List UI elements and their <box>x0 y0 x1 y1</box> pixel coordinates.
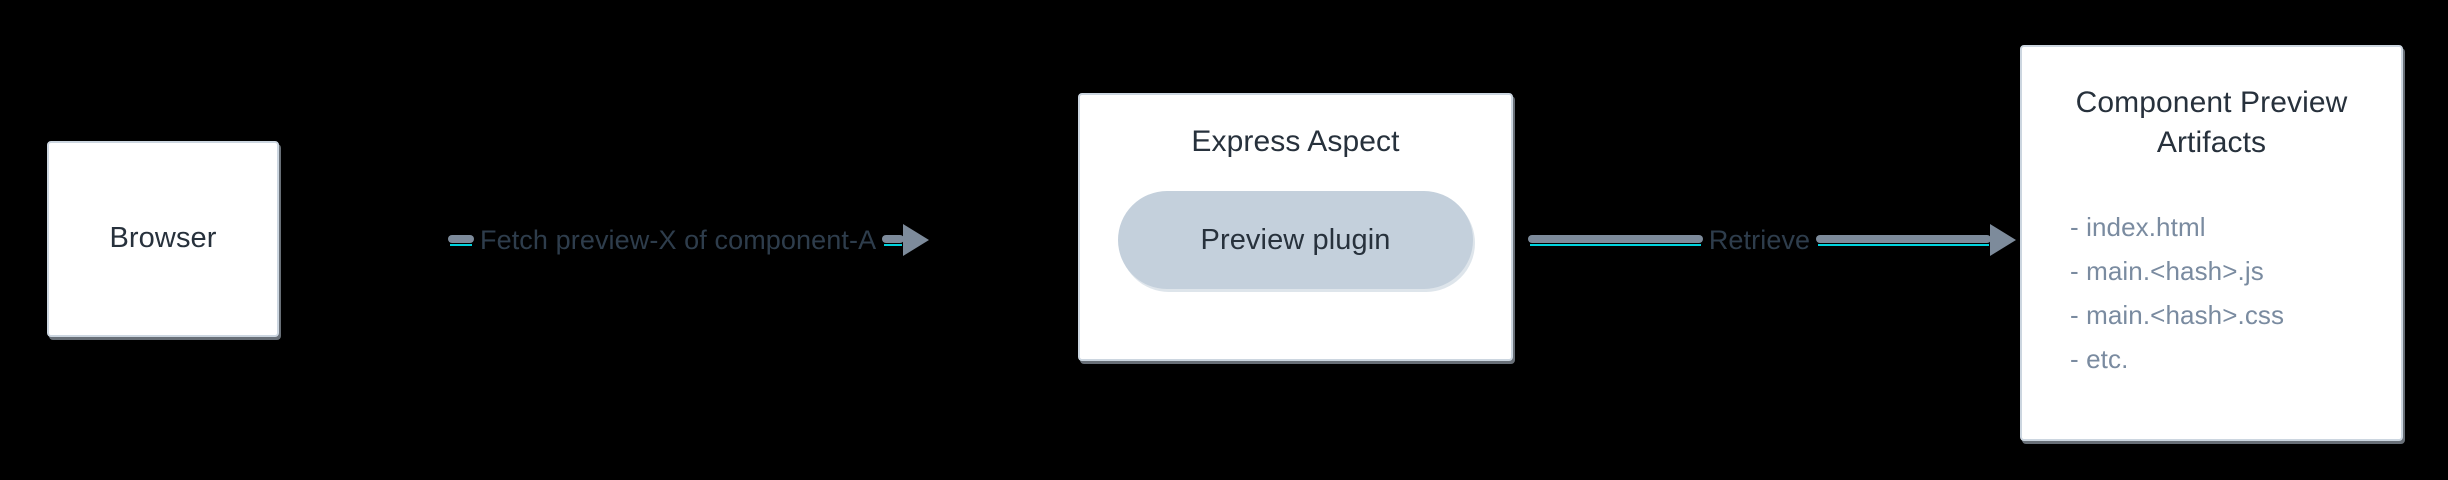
list-item: - main.<hash>.js <box>2070 255 2264 286</box>
list-item: - index.html <box>2070 211 2206 242</box>
list-item: - etc. <box>2070 343 2129 374</box>
edge-fetch-preview[interactable]: Fetch preview-X of component-A <box>448 220 1076 260</box>
list-item: - main.<hash>.css <box>2070 299 2285 330</box>
edge-retrieve-line-right <box>1816 234 1991 246</box>
arrow-right-icon <box>903 224 930 256</box>
edge-retrieve[interactable]: Retrieve <box>1528 220 2016 260</box>
edge-retrieve-line-left <box>1528 234 1703 246</box>
node-artifacts-title: Component Preview Artifacts <box>2075 86 2348 159</box>
node-browser-label: Browser <box>109 222 217 255</box>
node-express-aspect[interactable]: Express Aspect Preview plugin <box>1078 93 1513 361</box>
preview-plugin-card[interactable]: Preview plugin <box>1118 191 1473 290</box>
node-browser[interactable]: Browser <box>47 141 279 337</box>
edge-fetch-line-right <box>882 234 905 246</box>
arrow-right-icon <box>1990 224 2016 256</box>
edge-fetch-line-left <box>448 234 474 246</box>
node-component-preview-artifacts[interactable]: Component Preview Artifacts - index.html… <box>2020 45 2403 441</box>
node-express-aspect-title: Express Aspect <box>1191 125 1400 158</box>
edge-fetch-label: Fetch preview-X of component-A <box>480 224 877 255</box>
edge-retrieve-label: Retrieve <box>1708 224 1811 255</box>
artifact-list: - index.html - main.<hash>.js - main.<ha… <box>2022 209 2401 378</box>
preview-plugin-label: Preview plugin <box>1200 223 1391 256</box>
